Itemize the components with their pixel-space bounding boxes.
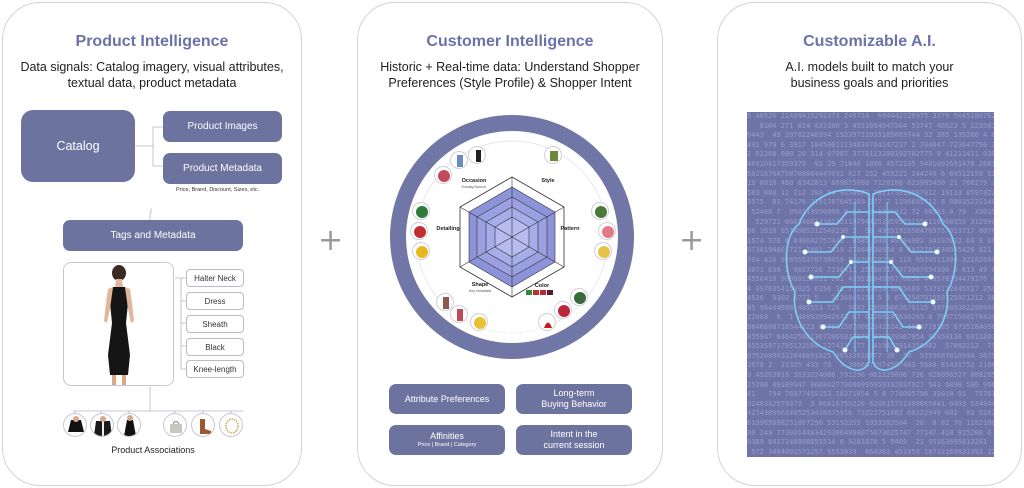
customer-intelligence-subtitle: Historic + Real-time data: Understand Sh… [380, 60, 640, 90]
product-associations-label: Product Associations [111, 445, 195, 455]
tag-dress: Dress [186, 292, 244, 310]
tag-black: Black [186, 338, 244, 356]
axis-sub-occasion: Sunday Brunch, [461, 185, 487, 189]
occasion-thumb-1 [450, 151, 468, 169]
circuit-brain-icon: 5 40526 21409415292373 246714 6944427289… [747, 112, 994, 457]
shape-thumb-2 [450, 305, 468, 323]
session-intent-box: Intent in the current session [516, 425, 632, 455]
customizable-ai-subtitle: A.I. models built to match your business… [785, 60, 954, 90]
metadata-note: Price, Brand, Discount, Sizes, etc. [176, 187, 260, 193]
pattern-thumb-3 [594, 242, 612, 260]
black-dress-icon [117, 413, 141, 437]
style-thumb-1 [544, 146, 562, 164]
color-thumb-3 [538, 313, 556, 331]
axis-label-color: Color [535, 283, 550, 289]
shape-thumb-1 [436, 293, 454, 311]
tags-metadata-box: Tags and Metadata [63, 220, 243, 251]
affinities-label: Affinities [430, 431, 464, 441]
detailing-thumb-2 [410, 222, 428, 240]
product-metadata-box: Product Metadata [163, 153, 282, 184]
long-term-behavior-box: Long-term Buying Behavior [516, 384, 632, 414]
long-term-line2: Buying Behavior [541, 399, 607, 409]
axis-label-shape: Shape [472, 282, 489, 288]
customer-intelligence-card: Customer Intelligence Historic + Real-ti… [357, 2, 663, 486]
black-cardigan-icon [90, 413, 114, 437]
axis-label-occasion: Occasion [462, 178, 487, 184]
axis-label-detailing: Detailing [436, 226, 459, 232]
intent-line1: Intent in the [550, 429, 598, 439]
product-intelligence-title: Product Intelligence [75, 33, 229, 50]
dress-photo [63, 262, 174, 386]
axis-label-style: Style [541, 178, 554, 184]
digit-background: 5 40526 21409415292373 246714 6944427289… [747, 112, 994, 456]
intent-line2: current session [543, 440, 605, 450]
necklace-icon [219, 413, 243, 437]
ring-label-social: SOCIAL [407, 220, 415, 255]
occasion-thumb-3 [434, 166, 452, 184]
style-radar-chart [459, 176, 565, 298]
affinities-sub: Price | Brand | Category [417, 442, 477, 448]
axis-sub-shape: Key metadata [469, 289, 491, 293]
attribute-preferences-box: Attribute Preferences [389, 384, 505, 414]
pattern-thumb-1 [591, 202, 609, 220]
color-thumb-2 [554, 301, 572, 319]
product-intelligence-card: Product Intelligence Data signals: Catal… [2, 2, 302, 486]
product-intelligence-subtitle: Data signals: Catalog imagery, visual at… [20, 60, 284, 90]
handbag-icon [163, 413, 187, 437]
black-halter-dress-icon [104, 265, 134, 385]
tag-halter-neck: Halter Neck [186, 269, 244, 287]
customer-intelligence-title: Customer Intelligence [426, 33, 594, 50]
product-images-box: Product Images [163, 111, 282, 142]
customizable-ai-card: Customizable A.I. A.I. models built to m… [717, 2, 1022, 486]
color-thumb-1 [570, 288, 588, 306]
customizable-ai-title: Customizable A.I. [803, 33, 936, 50]
detailing-thumb-1 [412, 202, 430, 220]
affinities-box: Affinities Price | Brand | Category [389, 425, 505, 455]
long-term-line1: Long-term [553, 388, 595, 398]
plus-sign-2: + [679, 223, 705, 258]
color-swatches [526, 290, 553, 295]
catalog-box: Catalog [21, 110, 135, 182]
plus-sign-1: + [318, 223, 344, 258]
shape-thumb-3 [470, 313, 488, 331]
axis-label-pattern: Pattern [561, 226, 581, 232]
pattern-thumb-2 [598, 222, 616, 240]
occasion-thumb-2 [468, 146, 486, 164]
ring-label-behavioral: BEHAVIORAL [482, 132, 541, 143]
tag-knee-length: Knee-length [186, 360, 244, 378]
tag-sheath: Sheath [186, 315, 244, 333]
detailing-thumb-3 [412, 242, 430, 260]
brain-circuit-graphic [785, 189, 957, 371]
boots-icon [191, 413, 215, 437]
black-top-icon [63, 413, 87, 437]
